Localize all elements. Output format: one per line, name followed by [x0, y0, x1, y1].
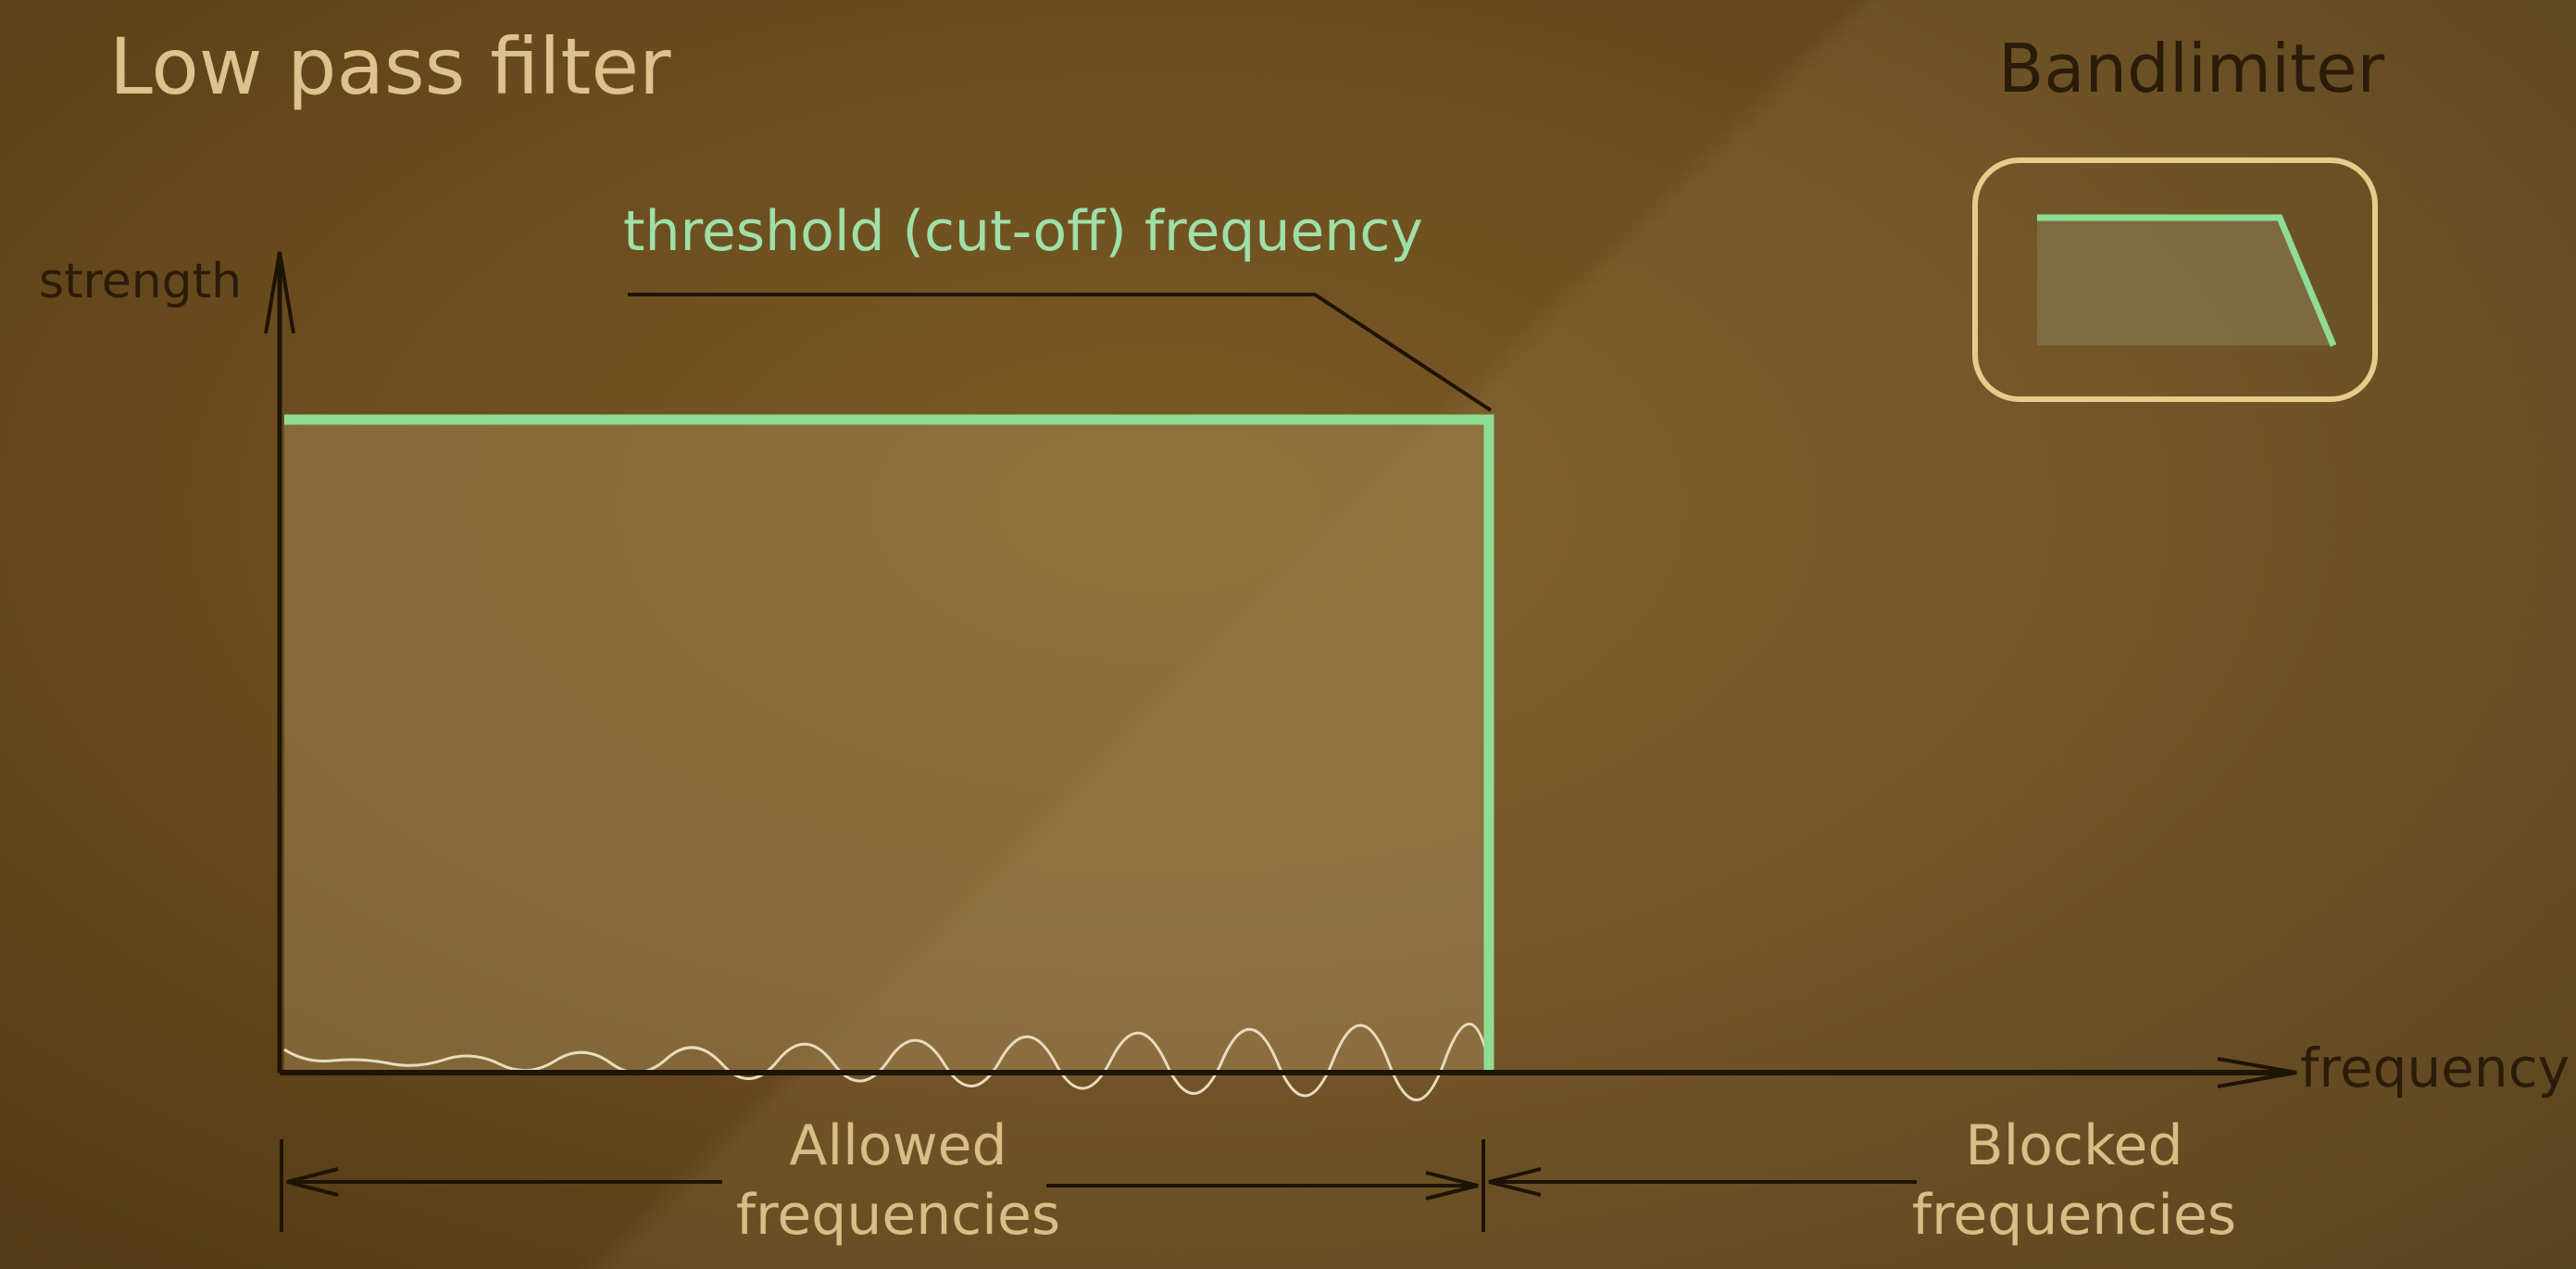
- blocked-label-line2: frequencies: [1911, 1183, 2237, 1248]
- allowed-label-line1: Allowed: [789, 1113, 1007, 1178]
- allowed-label-line2: frequencies: [735, 1183, 1061, 1248]
- y-axis-arrowhead: [264, 251, 295, 334]
- allowed-range-right-arrowhead: [1425, 1171, 1479, 1200]
- allowed-frequencies-label: Allowed frequencies: [704, 1112, 1093, 1250]
- bandlimiter-title: Bandlimiter: [1998, 30, 2385, 107]
- allowed-range-left-arrowhead: [286, 1167, 339, 1197]
- blocked-frequencies-label: Blocked frequencies: [1880, 1112, 2269, 1250]
- bandlimiter-badge-icon: [1972, 157, 2378, 402]
- threshold-leader-line: [628, 293, 1493, 412]
- blocked-range-arrowhead: [1488, 1167, 1542, 1197]
- blocked-label-line1: Blocked: [1965, 1113, 2183, 1178]
- threshold-label: threshold (cut-off) frequency: [623, 199, 1423, 264]
- passband-fill: [284, 420, 1489, 1071]
- filter-response-curve: [284, 414, 1494, 1071]
- page-title: Low pass filter: [109, 21, 671, 112]
- x-axis-label: frequency: [2300, 1037, 2570, 1099]
- x-axis-arrowhead: [2217, 1057, 2297, 1088]
- y-axis-label: strength: [39, 254, 243, 309]
